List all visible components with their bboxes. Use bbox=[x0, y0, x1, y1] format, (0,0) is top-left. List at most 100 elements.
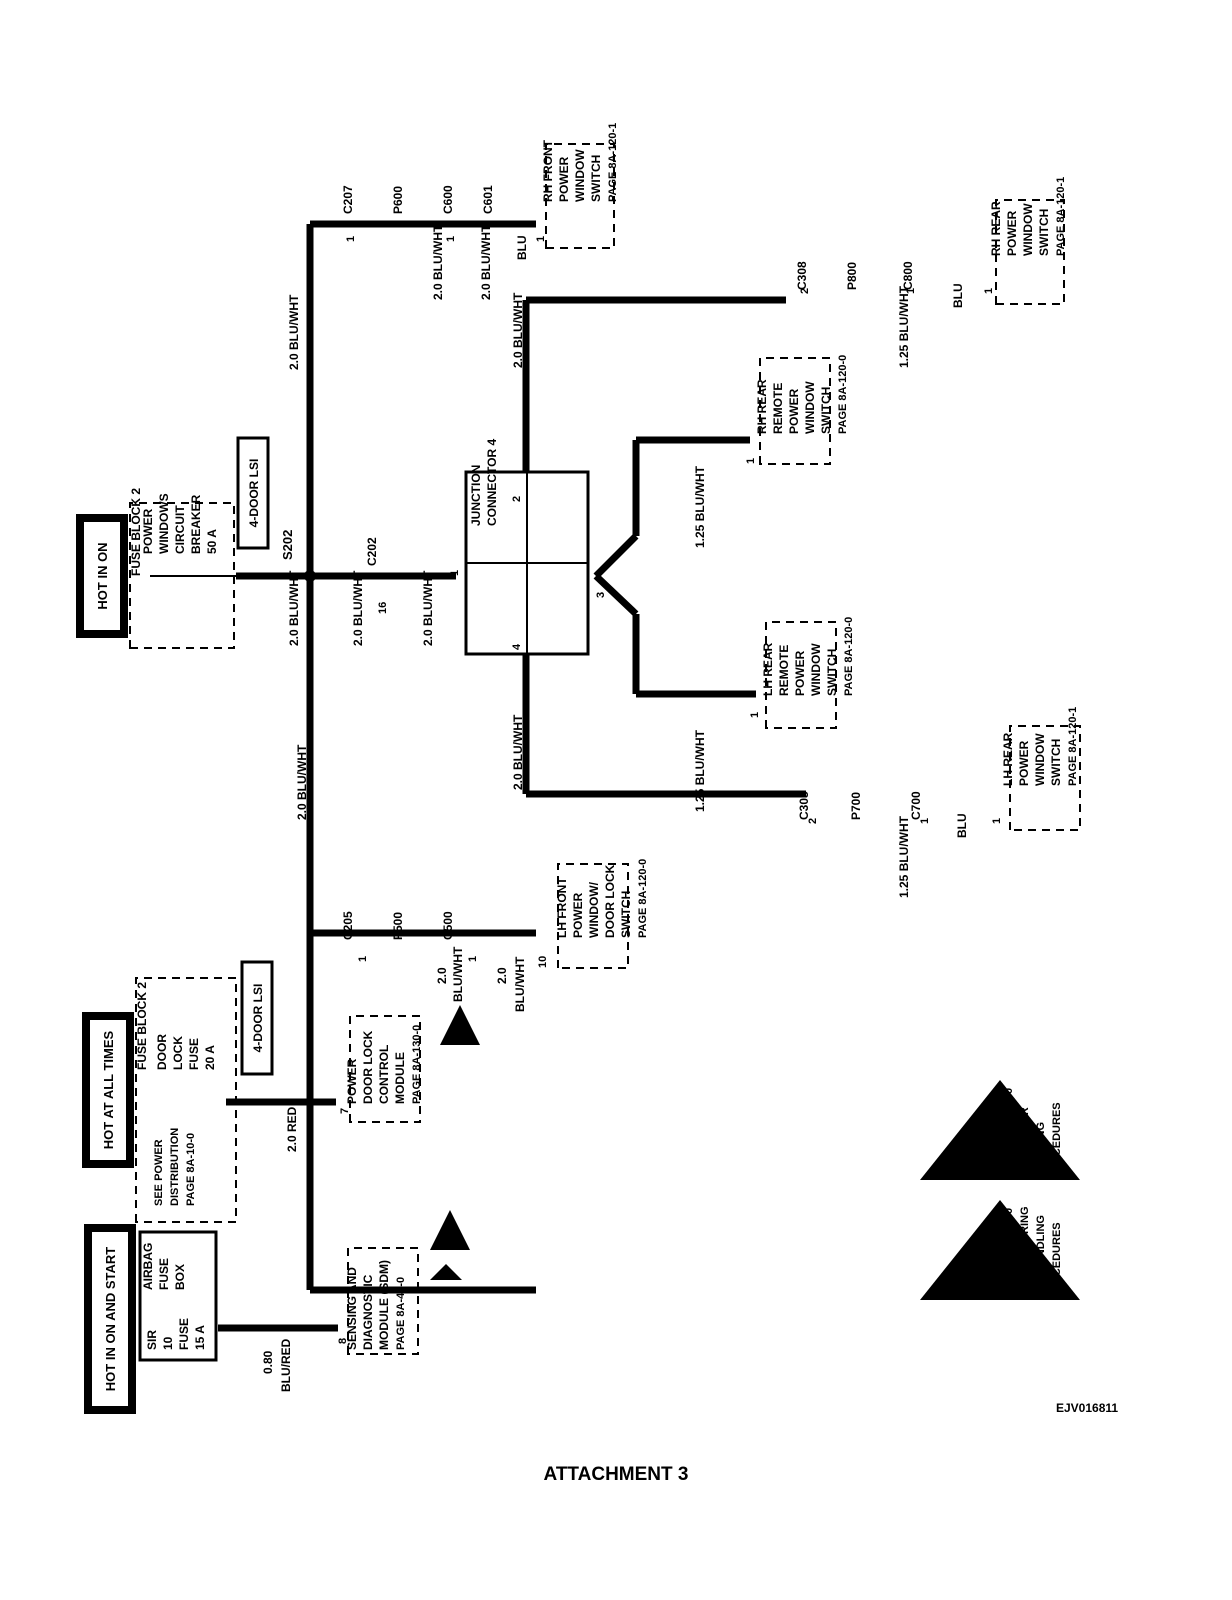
splice-label: S202 bbox=[280, 530, 295, 560]
lh-rear-2: POWER bbox=[1017, 740, 1031, 786]
pin-c207: 1 bbox=[345, 236, 357, 242]
sir-fuse-3: FUSE bbox=[177, 1318, 191, 1350]
connector-c601: C601 bbox=[481, 185, 495, 214]
wire-label-main-lower: 2.0 BLU/WHT bbox=[295, 744, 309, 820]
pin-rh-rear: 1 bbox=[983, 288, 995, 294]
measuring-warning-icon bbox=[920, 1200, 1080, 1300]
pin-c700: 1 bbox=[919, 818, 931, 824]
attachment-caption: ATTACHMENT 3 bbox=[543, 1464, 689, 1485]
see-power-1: SEE POWER bbox=[153, 1139, 165, 1206]
see-power-2: DISTRIBUTION bbox=[169, 1128, 181, 1206]
lh-front-page: PAGE 8A-120-0 bbox=[637, 859, 649, 938]
connector-c207: C207 bbox=[341, 185, 355, 214]
rh-rear-remote-5: SWITCH bbox=[819, 387, 833, 434]
see-power-3: PAGE 8A-10-0 bbox=[185, 1133, 197, 1206]
rh-rear-1: RH REAR bbox=[989, 201, 1003, 256]
pin-c308: 2 bbox=[799, 288, 811, 294]
component-lh-rear-remote: LH REAR REMOTE POWER WINDOW SWITCH PAGE … bbox=[761, 617, 855, 729]
rh-rear-remote-4: WINDOW bbox=[803, 381, 817, 434]
rh-rear-2: POWER bbox=[1005, 210, 1019, 256]
connector-c700: C700 bbox=[909, 791, 923, 820]
circuit-breaker-label-1: POWER bbox=[141, 508, 155, 554]
wire-label-p500-num: 2.0 bbox=[435, 967, 449, 984]
junction-title-2: CONNECTOR 4 bbox=[485, 439, 499, 526]
wire-label-rh-rear-remote: 1.25 BLU/WHT bbox=[693, 465, 707, 548]
rh-rear-remote-1: RH REAR bbox=[755, 379, 769, 434]
handling-4: PROCEDURES bbox=[1051, 1102, 1063, 1180]
junction-pin-1: 1 bbox=[449, 570, 461, 576]
pin-c305: 2 bbox=[807, 818, 819, 824]
lh-front-5: SWITCH bbox=[619, 891, 633, 938]
junction-pin-2: 2 bbox=[511, 496, 523, 502]
connector-c305: C305 bbox=[797, 791, 811, 820]
lh-rear-remote-2: REMOTE bbox=[777, 645, 791, 696]
hot-in-on-and-start-box: HOT IN ON AND START bbox=[84, 1224, 136, 1414]
airbag-box-title-1: AIRBAG bbox=[141, 1243, 155, 1290]
wire-label-c500-num: 2.0 bbox=[495, 967, 509, 984]
lh-rear-3: WINDOW bbox=[1033, 733, 1047, 786]
lh-front-1: LH FRONT bbox=[555, 877, 569, 938]
pin-lh-rear-remote: 1 bbox=[749, 712, 761, 718]
connector-p600: P600 bbox=[391, 186, 405, 214]
component-rh-rear-remote: RH REAR REMOTE POWER WINDOW SWITCH PAGE … bbox=[755, 355, 849, 465]
component-lh-front: LH FRONT POWER WINDOW/ DOOR LOCK SWITCH … bbox=[555, 859, 649, 969]
rh-rear-remote-2: REMOTE bbox=[771, 383, 785, 434]
hot-in-on-label: HOT IN ON bbox=[95, 542, 110, 609]
pin-c205: 1 bbox=[357, 956, 369, 962]
airbag-box-title-3: BOX bbox=[173, 1264, 187, 1290]
esd-warning-icon bbox=[430, 1210, 470, 1250]
connector-c600: C600 bbox=[441, 185, 455, 214]
handling-2: FOR PROPER bbox=[1019, 1107, 1031, 1180]
wire-label-c700: BLU bbox=[955, 813, 969, 838]
component-lh-rear: LH REAR POWER WINDOW SWITCH PAGE 8A-120-… bbox=[1001, 707, 1081, 831]
fuse-block-door-lock: FUSE BLOCK 2 SEE POWER DISTRIBUTION PAGE… bbox=[135, 960, 274, 1223]
wire-label-c202-b: 2.0 BLU/WHT bbox=[421, 570, 435, 646]
lh-rear-remote-1: LH REAR bbox=[761, 642, 775, 696]
door-lock-module-4: MODULE bbox=[393, 1052, 407, 1104]
sdm-2: DIAGNOSTIC bbox=[361, 1274, 375, 1350]
wire-label-p600: 2.0 BLU/WHT bbox=[431, 224, 445, 300]
hot-in-on-box: HOT IN ON bbox=[76, 514, 128, 638]
junction-pin-4: 4 bbox=[511, 643, 523, 650]
connector-c202: C202 bbox=[365, 537, 379, 566]
wire-label-lh-branch: 2.0 BLU/WHT bbox=[511, 714, 525, 790]
door-lsi-note-2: 4-DOOR LSI bbox=[251, 984, 265, 1053]
pin-lh-rear: 1 bbox=[991, 818, 1003, 824]
pin-c600: 1 bbox=[445, 236, 457, 242]
sir-fuse-1: SIR bbox=[145, 1330, 159, 1350]
circuit-breaker-label-3: CIRCUIT bbox=[173, 505, 187, 554]
rh-rear-remote-page: PAGE 8A-120-0 bbox=[837, 355, 849, 434]
lh-rear-4: SWITCH bbox=[1049, 739, 1063, 786]
lh-front-4: DOOR LOCK bbox=[603, 864, 617, 938]
lh-rear-1: LH REAR bbox=[1001, 732, 1015, 786]
handling-3: HANDLING bbox=[1035, 1122, 1047, 1180]
pin-sdm: 8 bbox=[337, 1338, 349, 1344]
sdm-3: MODULE (SDM) bbox=[377, 1260, 391, 1350]
component-sdm: SENSING AND DIAGNOSTIC MODULE (SDM) PAGE… bbox=[345, 1247, 419, 1355]
connector-c800: C800 bbox=[901, 261, 915, 290]
wire-label-sdm-num: 0.80 bbox=[261, 1350, 275, 1374]
circuit-breaker-label-2: WINDOWS bbox=[157, 493, 171, 554]
component-rh-rear: RH REAR POWER WINDOW SWITCH PAGE 8A-120-… bbox=[989, 177, 1067, 305]
junction-connector: JUNCTION CONNECTOR 4 1 2 3 4 bbox=[449, 439, 607, 656]
handling-warning-icon bbox=[920, 1080, 1080, 1180]
rh-front-4: SWITCH bbox=[589, 155, 603, 202]
connector-p700: P700 bbox=[849, 792, 863, 820]
junction-title-1: JUNCTION bbox=[469, 465, 483, 526]
wire-label-c600: 2.0 BLU/WHT bbox=[479, 224, 493, 300]
wire-label-sdm: BLU/RED bbox=[279, 1338, 293, 1392]
hot-in-on-and-start-label: HOT IN ON AND START bbox=[103, 1247, 118, 1391]
door-lock-fuse-1: DOOR bbox=[155, 1034, 169, 1070]
lh-rear-remote-3: POWER bbox=[793, 650, 807, 696]
rh-front-page: PAGE 8A-120-1 bbox=[607, 123, 619, 202]
door-lock-fuse-3: FUSE bbox=[187, 1038, 201, 1070]
airbag-fuse-box: AIRBAG FUSE BOX SIR 10 FUSE 15 A bbox=[138, 1230, 218, 1362]
splice-dot bbox=[304, 570, 316, 582]
wire-label-p500: BLU/WHT bbox=[451, 946, 465, 1002]
measuring-1: SEE PAGE 8A-3-0 bbox=[1003, 1208, 1015, 1300]
wire-label-rh-branch: 2.0 BLU/WHT bbox=[511, 292, 525, 368]
fuse-block-power-windows: FUSE BLOCK 2 POWER WINDOWS CIRCUIT BREAK… bbox=[129, 436, 270, 649]
measuring-3: AND HANDLING bbox=[1035, 1215, 1047, 1300]
sir-fuse-rating: 15 A bbox=[193, 1325, 207, 1350]
